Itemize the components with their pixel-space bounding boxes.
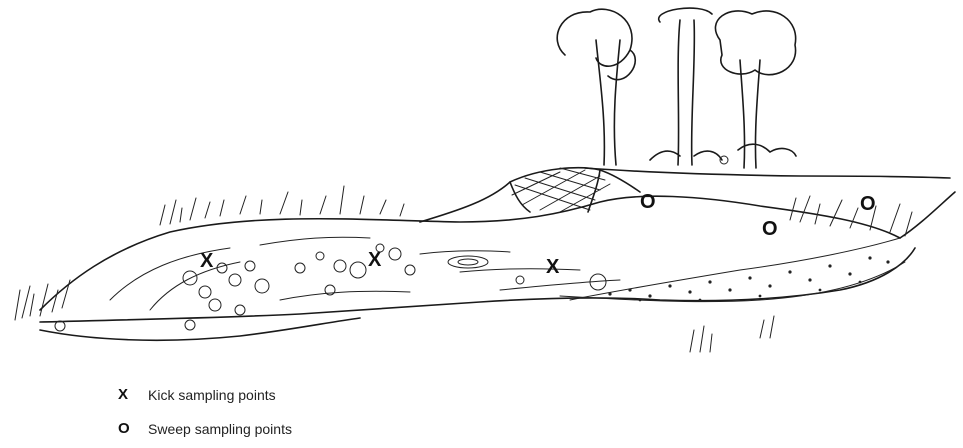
legend-kick-symbol: X: [118, 386, 148, 403]
legend-sweep-label: Sweep sampling points: [148, 421, 292, 437]
trees: [557, 8, 796, 168]
sweep-point-1: O: [640, 191, 656, 213]
legend-kick-label: Kick sampling points: [148, 387, 276, 403]
legend-kick: X Kick sampling points: [118, 386, 276, 403]
sweep-sampling-markers: O O O: [640, 191, 876, 240]
kick-point-2: X: [368, 249, 382, 271]
sweep-point-2: O: [762, 218, 778, 240]
sweep-point-3: O: [860, 193, 876, 215]
upper-bank: [585, 168, 950, 178]
legend-sweep: O Sweep sampling points: [118, 420, 292, 437]
kick-point-3: X: [546, 256, 560, 278]
gravel-bed: [560, 238, 905, 302]
grass: [15, 186, 912, 352]
bank-mound: [420, 168, 640, 222]
legend-sweep-symbol: O: [118, 420, 148, 437]
kick-point-1: X: [200, 250, 214, 272]
